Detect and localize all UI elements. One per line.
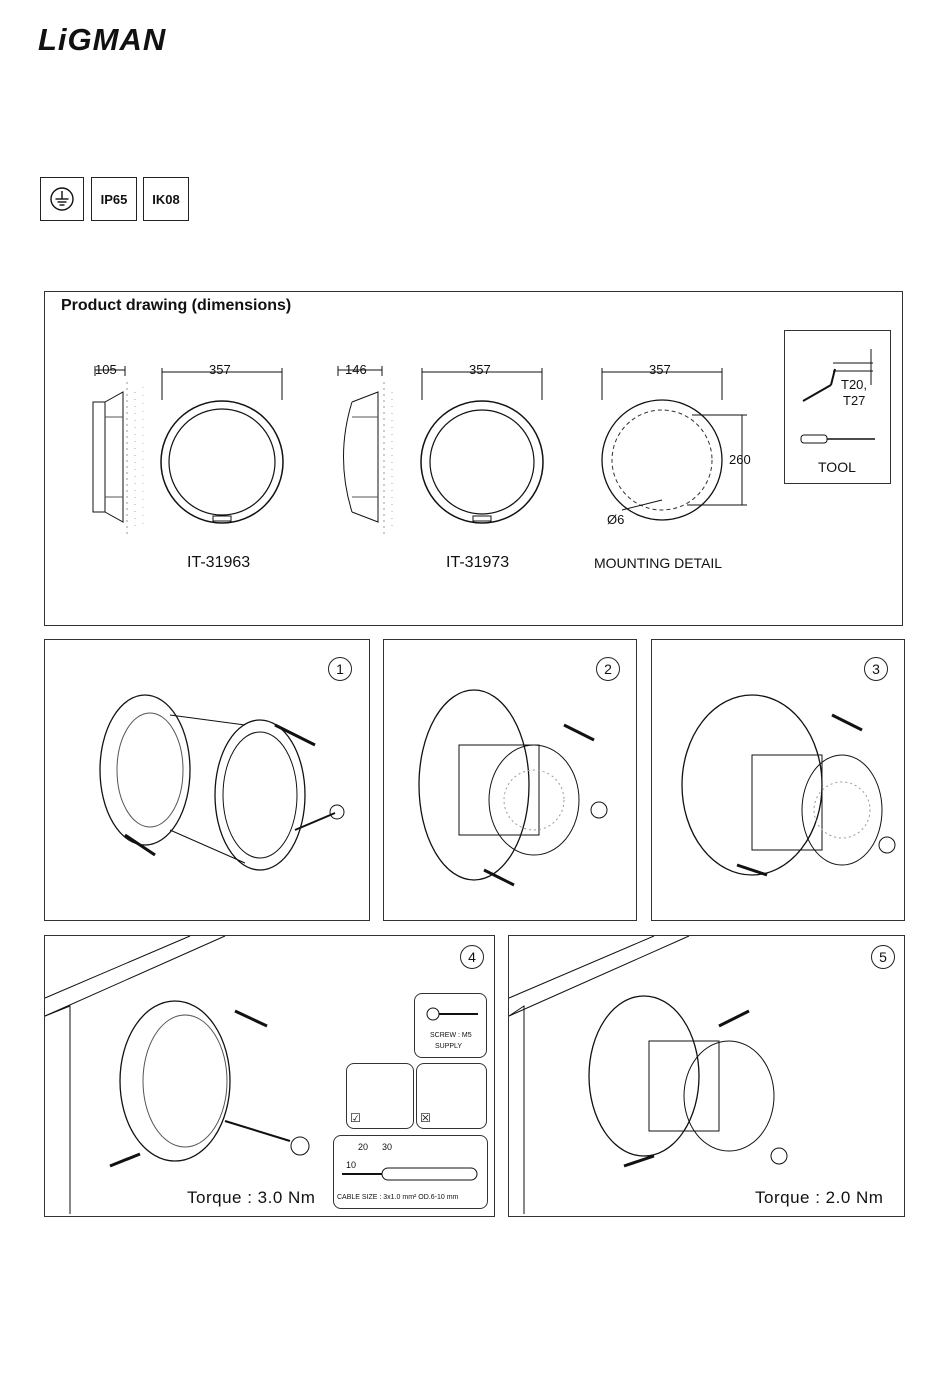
incorrect-wiring-box: ☒ <box>416 1063 487 1129</box>
cable-strip-box: 20 30 10 CABLE SIZE : 3x1.0 mm² OD.6-10 … <box>333 1135 488 1209</box>
step-number: 3 <box>864 657 888 681</box>
diameter-dim-1: 357 <box>209 362 231 377</box>
model-code-2: IT-31973 <box>446 554 509 572</box>
earth-ground-icon <box>49 186 75 212</box>
cable-icon <box>342 1164 482 1184</box>
step-3-panel: 3 <box>651 639 905 921</box>
logo-wordmark: LiGMAN <box>38 22 228 56</box>
cross-icon: ☒ <box>420 1111 431 1125</box>
ik08-badge: IK08 <box>143 177 189 221</box>
panel-title: Product drawing (dimensions) <box>61 297 291 315</box>
ligman-logo: LiGMAN <box>38 22 228 56</box>
tool-size-1: T20, <box>841 377 867 392</box>
ip65-badge: IP65 <box>91 177 137 221</box>
torque-label: Torque : 2.0 Nm <box>755 1188 883 1208</box>
product-drawing-panel: Product drawing (dimensions) 105 357 IT-… <box>44 291 903 626</box>
step-number: 1 <box>328 657 352 681</box>
step-3-illustration <box>667 685 897 905</box>
depth-dim-2: 146 <box>345 362 367 377</box>
screw-spec-line2: SUPPLY <box>435 1043 462 1050</box>
correct-wiring-box: ☑ <box>346 1063 414 1129</box>
svg-text:LiGMAN: LiGMAN <box>38 22 166 57</box>
tool-size-2: T27 <box>843 393 865 408</box>
earth-ground-badge <box>40 177 84 221</box>
side-view-model-1 <box>85 362 165 542</box>
model-code-1: IT-31963 <box>187 554 250 572</box>
step-number: 4 <box>460 945 484 969</box>
strip-length-a: 20 <box>358 1142 368 1152</box>
front-view-model-2 <box>417 370 547 530</box>
screw-spec-line1: SCREW : M5 <box>430 1032 472 1039</box>
check-icon: ☑ <box>350 1111 361 1125</box>
step-5-illustration <box>509 936 809 1211</box>
step-4-panel: 4 SCREW : M5 SUPPLY ☑ ☒ 20 30 10 CABLE S… <box>44 935 495 1217</box>
torque-label: Torque : 3.0 Nm <box>187 1188 315 1208</box>
tool-label: TOOL <box>818 459 856 475</box>
tool-box: T20, T27 TOOL <box>784 330 891 484</box>
step-number: 2 <box>596 657 620 681</box>
mount-hole-dim: Ø6 <box>607 512 624 527</box>
mounting-detail-label: MOUNTING DETAIL <box>594 555 722 571</box>
mount-diameter-dim: 357 <box>649 362 671 377</box>
step-4-illustration <box>45 936 345 1211</box>
front-view-model-1 <box>157 370 287 530</box>
step-1-illustration <box>75 685 355 905</box>
side-view-model-2 <box>330 362 410 542</box>
cable-size-spec: CABLE SIZE : 3x1.0 mm² OD.6-10 mm <box>337 1194 458 1201</box>
step-2-panel: 2 <box>383 639 637 921</box>
diameter-dim-2: 357 <box>469 362 491 377</box>
screw-icon <box>423 1004 483 1024</box>
depth-dim-1: 105 <box>95 362 117 377</box>
step-5-panel: 5 Torque : 2.0 Nm <box>508 935 905 1217</box>
screw-spec-box: SCREW : M5 SUPPLY <box>414 993 487 1058</box>
step-2-illustration <box>404 685 624 905</box>
mount-height-dim: 260 <box>729 452 751 467</box>
step-number: 5 <box>871 945 895 969</box>
strip-length-b: 30 <box>382 1142 392 1152</box>
step-1-panel: 1 <box>44 639 370 921</box>
